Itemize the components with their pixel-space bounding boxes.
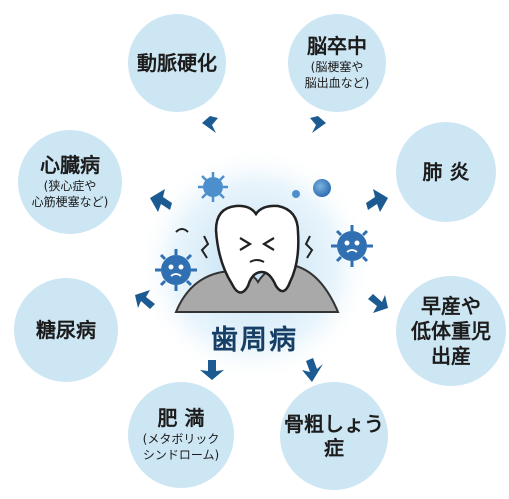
node-pneumonia: 肺 炎	[396, 122, 496, 222]
node-osteoporosis: 骨粗しょう症	[280, 382, 388, 490]
arrow-to-diabetes	[135, 290, 155, 309]
germ-dot-icon	[292, 190, 300, 198]
node-obesity: 肥 満 (メタボリック シンドローム)	[128, 382, 234, 488]
germ-icon	[198, 172, 228, 202]
arrow-to-preterm	[368, 294, 388, 313]
node-stroke-label: 脳卒中	[307, 34, 367, 59]
germ-icon	[331, 225, 373, 267]
arrow-to-stroke	[310, 116, 326, 133]
node-obesity-label: 肥 満	[157, 406, 205, 431]
node-stroke-note: (脳梗塞や 脳出血など)	[304, 60, 370, 90]
node-diabetes: 糖尿病	[14, 278, 118, 382]
arrows	[135, 116, 388, 382]
node-heart-note: (狭心症や 心筋梗塞など)	[31, 179, 109, 209]
arrow-to-osteoporosis	[302, 358, 323, 382]
node-arteriosclerosis: 動脈硬化	[128, 14, 226, 112]
germ-dot-icon	[313, 179, 331, 197]
node-heart: 心臓病 (狭心症や 心筋梗塞など)	[18, 130, 122, 234]
gum-shape	[174, 264, 340, 313]
node-preterm: 早産や 低体重児 出産	[396, 276, 506, 386]
node-pneumonia-label: 肺 炎	[422, 160, 470, 184]
node-diabetes-label: 糖尿病	[36, 318, 96, 342]
node-preterm-label: 早産や 低体重児 出産	[411, 293, 491, 368]
node-obesity-note: (メタボリック シンドローム)	[142, 432, 220, 462]
sparkle-icon	[175, 228, 189, 233]
node-arteriosclerosis-label: 動脈硬化	[137, 51, 217, 75]
arrow-to-heart	[150, 189, 172, 212]
arrow-to-obesity	[200, 360, 224, 380]
germ-icon	[155, 249, 197, 291]
node-osteoporosis-label: 骨粗しょう症	[284, 412, 384, 460]
node-heart-label: 心臓病	[40, 153, 100, 178]
arrow-to-arteriosclerosis	[202, 116, 218, 133]
node-stroke: 脳卒中 (脳梗塞や 脳出血など)	[288, 14, 386, 112]
arrow-to-pneumonia	[366, 189, 388, 212]
center-label: 歯周病	[211, 325, 298, 356]
tooth-icon	[200, 204, 314, 294]
